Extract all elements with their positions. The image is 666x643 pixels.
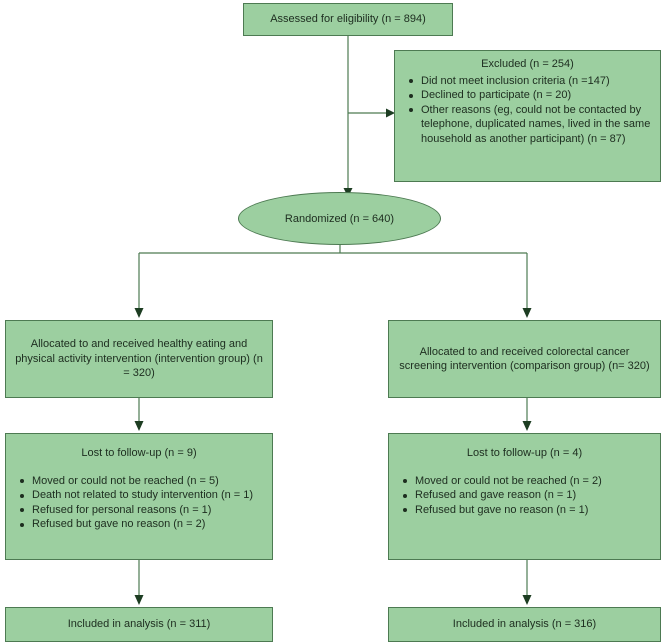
node-allocated-left-label: Allocated to and received healthy eating… — [15, 338, 263, 380]
list-item: Refused and gave reason (n = 1) — [403, 488, 652, 503]
arrowhead-alloc-right — [522, 308, 532, 318]
node-excluded-title: Excluded (n = 254) — [481, 58, 574, 70]
node-included-in-analysis-comparison: Included in analysis (n = 316) — [388, 607, 661, 642]
node-lost-right-reason-list: Moved or could not be reached (n = 2) Re… — [397, 474, 652, 518]
node-lost-left-reason-list: Moved or could not be reached (n = 5) De… — [14, 474, 264, 532]
arrowhead-included-right — [522, 595, 532, 605]
node-assessed-for-eligibility: Assessed for eligibility (n = 894) — [243, 3, 453, 36]
list-item: Did not meet inclusion criteria (n =147) — [409, 74, 652, 89]
node-allocated-comparison-group: Allocated to and received colorectal can… — [388, 320, 661, 398]
list-item: Moved or could not be reached (n = 2) — [403, 474, 652, 489]
node-allocated-intervention-group: Allocated to and received healthy eating… — [5, 320, 273, 398]
node-included-in-analysis-intervention: Included in analysis (n = 311) — [5, 607, 273, 642]
list-item: Refused but gave no reason (n = 2) — [20, 517, 264, 532]
node-excluded: Excluded (n = 254) Did not meet inclusio… — [394, 50, 661, 182]
arrowhead-lost-left — [134, 421, 144, 431]
arrowhead-included-left — [134, 595, 144, 605]
node-randomized-label: Randomized (n = 640) — [284, 212, 395, 225]
node-lost-right-title: Lost to follow-up (n = 4) — [466, 447, 583, 459]
node-assessed-label: Assessed for eligibility (n = 894) — [270, 13, 426, 26]
node-included-right-label: Included in analysis (n = 316) — [452, 618, 597, 631]
node-randomized: Randomized (n = 640) — [238, 192, 441, 245]
node-lost-to-followup-intervention: Lost to follow-up (n = 9) Moved or could… — [5, 433, 273, 560]
list-item: Refused but gave no reason (n = 1) — [403, 503, 652, 518]
list-item: Declined to participate (n = 20) — [409, 88, 652, 103]
node-included-left-label: Included in analysis (n = 311) — [67, 618, 211, 631]
node-allocated-right-label: Allocated to and received colorectal can… — [399, 345, 650, 373]
list-item: Other reasons (eg, could not be contacte… — [409, 103, 651, 145]
arrowhead-lost-right — [522, 421, 532, 431]
node-excluded-reason-list: Did not meet inclusion criteria (n =147)… — [403, 74, 652, 147]
list-item: Death not related to study intervention … — [20, 488, 264, 503]
node-lost-to-followup-comparison: Lost to follow-up (n = 4) Moved or could… — [388, 433, 661, 560]
node-lost-left-title: Lost to follow-up (n = 9) — [81, 447, 197, 459]
arrowhead-alloc-left — [134, 308, 144, 318]
list-item: Refused for personal reasons (n = 1) — [20, 503, 264, 518]
list-item: Moved or could not be reached (n = 5) — [20, 474, 264, 489]
